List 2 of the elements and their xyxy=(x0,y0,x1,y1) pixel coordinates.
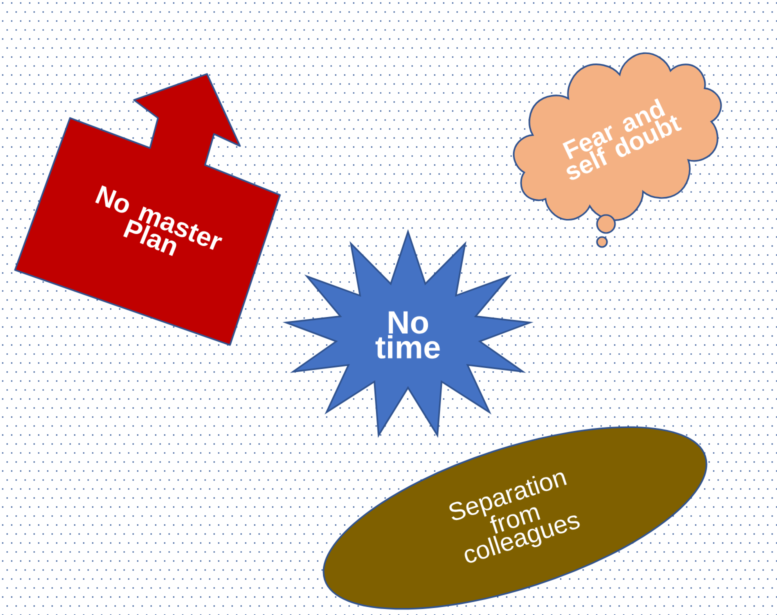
thought-cloud: Fear and self doubt xyxy=(512,52,722,248)
arrow-box: No master Plan xyxy=(14,73,281,346)
